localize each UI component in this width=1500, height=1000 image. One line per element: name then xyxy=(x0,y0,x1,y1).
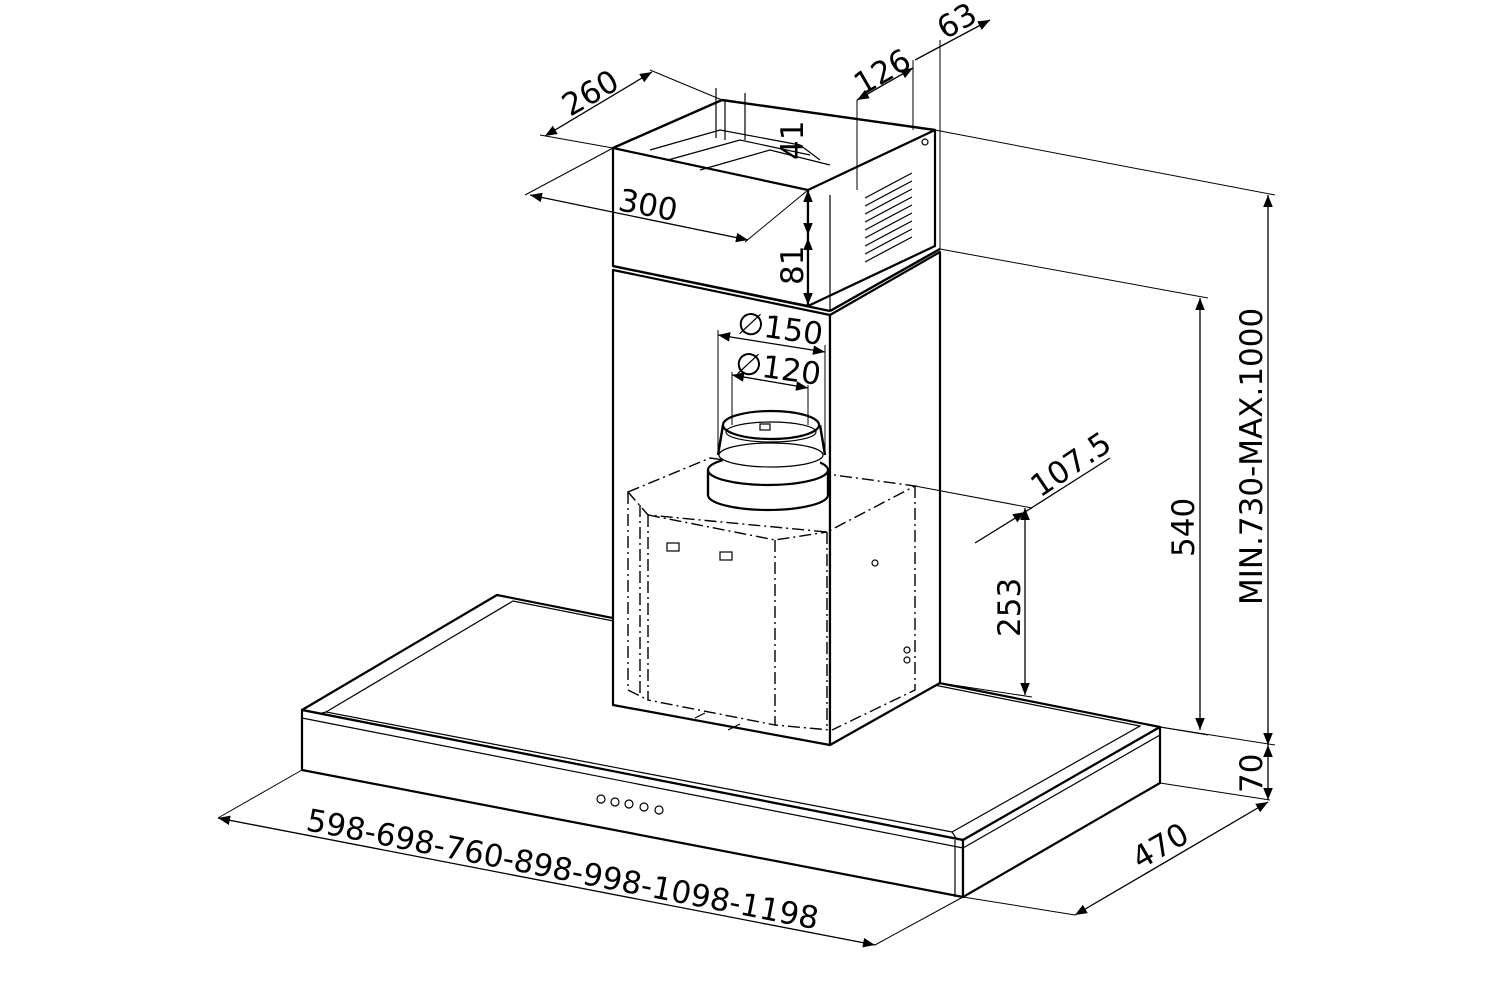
bracket-depth-label: 260 xyxy=(556,63,625,124)
bracket-offset-126-label: 126 xyxy=(848,42,917,103)
control-button[interactable] xyxy=(596,794,606,804)
motor-offset-label: 107.5 xyxy=(1024,425,1118,504)
lower-chimney-height-label: 540 xyxy=(1166,498,1202,557)
control-button[interactable] xyxy=(624,799,634,809)
canopy-inner-bevel xyxy=(324,600,1142,833)
vent-slots xyxy=(864,172,913,263)
chimney-side-face xyxy=(828,250,942,747)
dimension-lines xyxy=(217,19,1276,948)
control-button[interactable] xyxy=(610,797,620,807)
control-button[interactable] xyxy=(654,805,664,815)
depth-label: 470 xyxy=(1126,816,1195,877)
control-button[interactable] xyxy=(639,802,649,812)
bracket-height-81-label: 81 xyxy=(775,246,811,285)
canopy-height-label: 70 xyxy=(1234,754,1270,793)
bracket-height-41-label: 41 xyxy=(775,121,811,160)
chimney-height-range-label: MIN.730-MAX.1000 xyxy=(1234,308,1270,605)
outlet-collar xyxy=(706,409,830,512)
bracket-offset-63-label: 63 xyxy=(931,0,983,47)
control-panel xyxy=(596,794,664,815)
motor-unit xyxy=(626,457,918,731)
motor-height-label: 253 xyxy=(992,578,1028,637)
